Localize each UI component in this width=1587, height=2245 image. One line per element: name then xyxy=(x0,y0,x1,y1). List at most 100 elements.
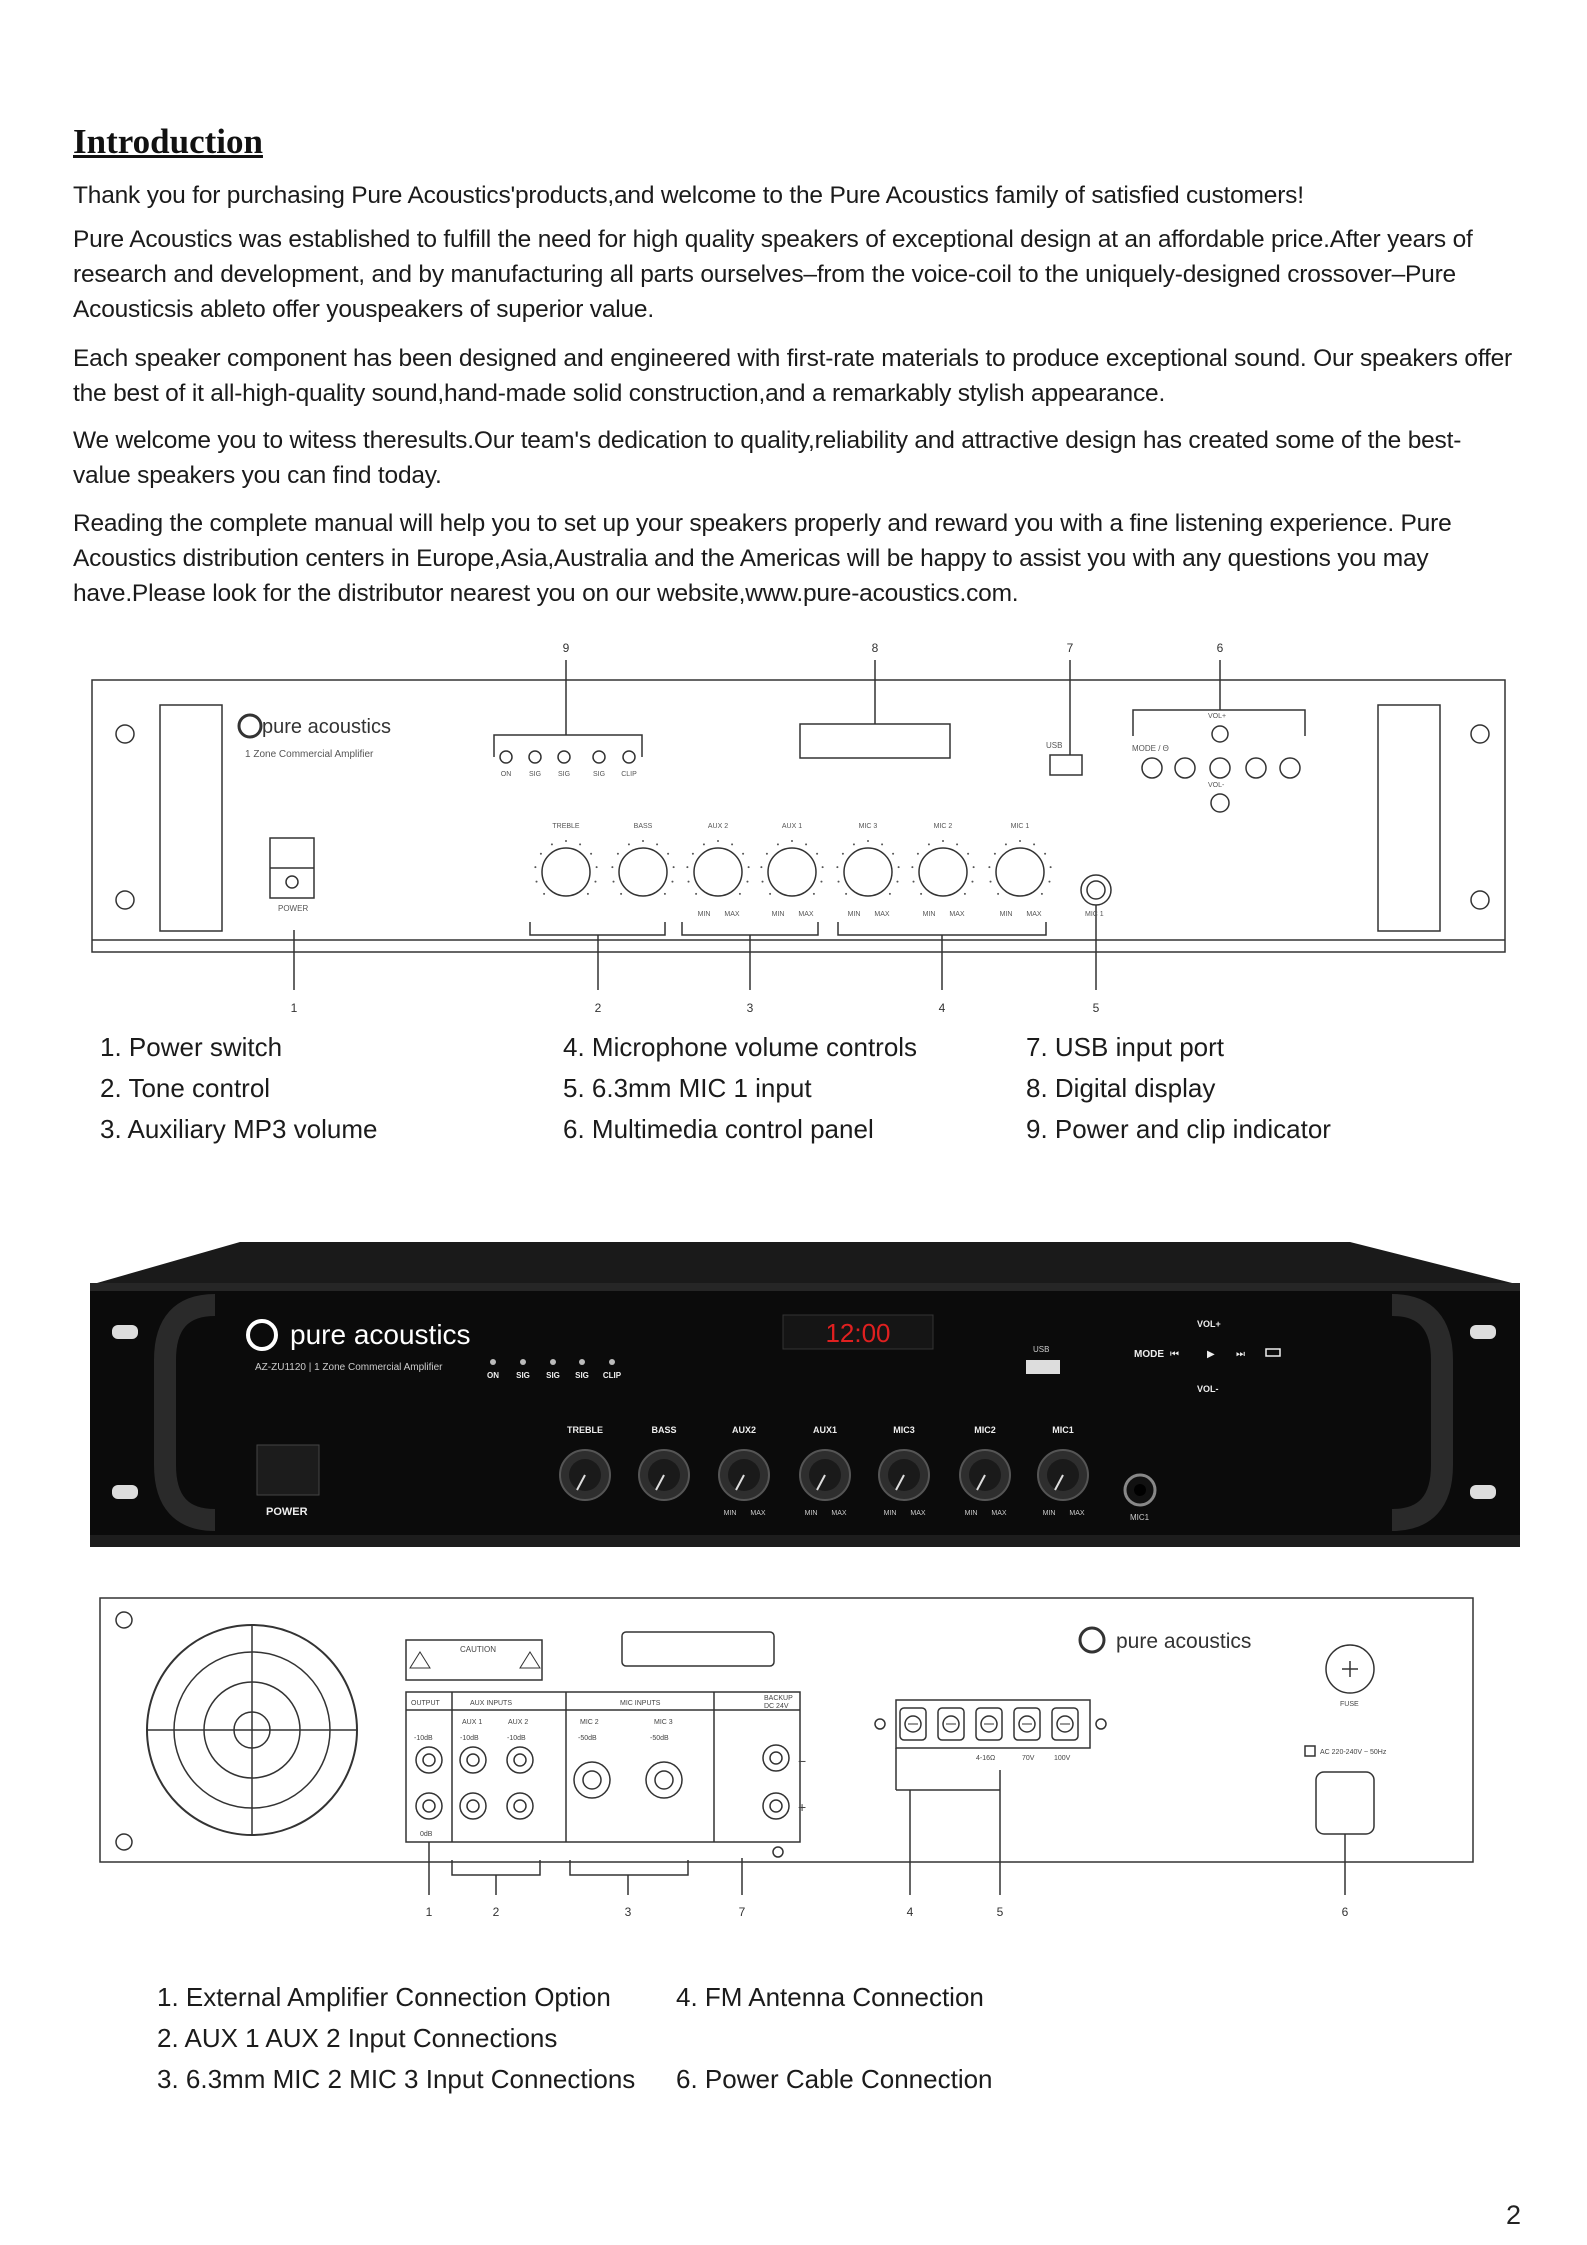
front-vol-up-label: VOL+ xyxy=(1208,713,1226,720)
callout-8: 8 xyxy=(872,641,879,655)
rear-callout-4: 4 xyxy=(907,1905,914,1919)
usb-port xyxy=(1049,754,1083,776)
front-mic-label: MIC 1 xyxy=(1085,911,1104,918)
rear-mic2-label: MIC 2 xyxy=(580,1719,599,1726)
rear-legend-3: 3. 6.3mm MIC 2 MIC 3 Input Connections xyxy=(157,2064,636,2094)
rear-fuse-label: FUSE xyxy=(1340,1701,1359,1708)
handle-right xyxy=(1377,704,1441,932)
rear-logo-icon xyxy=(1078,1626,1106,1654)
photo-led-label: SIG xyxy=(546,1371,560,1380)
rear-mic2-db: -50dB xyxy=(578,1735,597,1742)
handle-left xyxy=(159,704,223,932)
rear-aux-inputs-label: AUX INPUTS xyxy=(470,1700,512,1707)
rear-mic-inputs-label: MIC INPUTS xyxy=(620,1700,661,1707)
photo-knob-1[interactable]: TREBLE xyxy=(559,1425,611,1501)
front-legend-8: 8. Digital display xyxy=(1026,1073,1216,1103)
front-brand: pure acoustics xyxy=(262,716,391,738)
callout-5: 5 xyxy=(1093,1001,1100,1015)
front-knob-max: MAX xyxy=(874,911,890,918)
rear-aux2-db: -10dB xyxy=(507,1735,526,1742)
front-legend-2: 2. Tone control xyxy=(100,1073,271,1103)
front-knob-label: BASS xyxy=(634,823,653,830)
front-led-label: ON xyxy=(501,771,512,778)
speaker-terminal-4 xyxy=(1013,1707,1041,1741)
rear-minus-sign: − xyxy=(798,1753,806,1769)
front-knob-label: MIC 3 xyxy=(859,823,878,830)
front-legend-1: 1. Power switch xyxy=(100,1032,283,1062)
front-knob-label: TREBLE xyxy=(552,823,580,830)
rear-brand: pure acoustics xyxy=(1116,1630,1251,1653)
photo-mode-label: MODE xyxy=(1134,1349,1164,1360)
front-legend-3: 3. Auxiliary MP3 volume xyxy=(100,1114,378,1144)
led-sig-3 xyxy=(592,750,606,764)
front-legend-5: 5. 6.3mm MIC 1 input xyxy=(563,1073,812,1103)
photo-knob-max: MAX xyxy=(750,1510,766,1517)
photo-led-dot xyxy=(550,1359,556,1365)
photo-led-dot xyxy=(579,1359,585,1365)
photo-led-label: SIG xyxy=(575,1371,589,1380)
photo-model: AZ-ZU1120 | 1 Zone Commercial Amplifier xyxy=(255,1362,443,1373)
photo-led-dot xyxy=(609,1359,615,1365)
front-legend-4: 4. Microphone volume controls xyxy=(563,1032,918,1062)
photo-led-dot xyxy=(520,1359,526,1365)
digital-display-outline xyxy=(799,723,951,759)
rear-70v-label: 70V xyxy=(1022,1755,1035,1762)
photo-display xyxy=(782,1314,934,1350)
front-power-label: POWER xyxy=(278,904,308,913)
photo-knob-min: MIN xyxy=(884,1510,897,1517)
photo-prev-icon[interactable]: ⏮ xyxy=(1170,1349,1179,1360)
rear-aux1-label: AUX 1 xyxy=(462,1719,482,1726)
speaker-terminal-5 xyxy=(1051,1707,1079,1741)
photo-next-icon[interactable]: ⏭ xyxy=(1236,1349,1245,1360)
photo-knob-min: MIN xyxy=(724,1510,737,1517)
photo-knob-2[interactable]: BASS xyxy=(638,1425,690,1501)
front-led-label: SIG xyxy=(558,771,570,778)
speaker-terminal-block xyxy=(895,1699,1091,1749)
photo-mic-label: MIC1 xyxy=(1130,1513,1150,1522)
led-on xyxy=(499,750,513,764)
front-knob-label: MIC 1 xyxy=(1011,823,1030,830)
front-legend-9: 9. Power and clip indicator xyxy=(1026,1114,1331,1144)
rear-100v-label: 100V xyxy=(1054,1755,1071,1762)
speaker-terminal-2 xyxy=(937,1707,965,1741)
rear-callout-3: 3 xyxy=(625,1905,632,1919)
photo-knob-max: MAX xyxy=(831,1510,847,1517)
callout-9: 9 xyxy=(563,641,570,655)
front-panel-outline xyxy=(91,679,1506,953)
rear-callout-6: 6 xyxy=(1342,1905,1349,1919)
front-mode-label: MODE / Θ xyxy=(1132,744,1169,753)
rear-legend-1: 1. External Amplifier Connection Option xyxy=(157,1982,611,2012)
front-legend-7: 7. USB input port xyxy=(1026,1032,1224,1062)
front-model: 1 Zone Commercial Amplifier xyxy=(245,749,374,760)
rear-output-label: OUTPUT xyxy=(411,1700,441,1707)
rear-mic3-db: -50dB xyxy=(650,1735,669,1742)
intro-paragraph-2: Pure Acoustics was established to fulfil… xyxy=(73,226,1473,323)
rear-callout-5: 5 xyxy=(997,1905,1004,1919)
photo-led-label: CLIP xyxy=(603,1371,622,1380)
front-knob-2: BASS xyxy=(611,823,675,897)
rear-legend-2: 2. AUX 1 AUX 2 Input Connections xyxy=(157,2023,558,2053)
caution-label xyxy=(405,1639,543,1681)
photo-play-icon[interactable]: ▶ xyxy=(1207,1349,1215,1360)
front-legend-6: 6. Multimedia control panel xyxy=(563,1114,874,1144)
intro-paragraph-5: Reading the complete manual will help yo… xyxy=(73,510,1452,607)
front-knob-label: AUX 2 xyxy=(708,823,728,830)
front-knob-label: MIC 2 xyxy=(934,823,953,830)
photo-knob-label: AUX1 xyxy=(813,1425,837,1435)
led-sig-2 xyxy=(557,750,571,764)
photo-led-dot xyxy=(490,1359,496,1365)
photo-repeat-icon[interactable] xyxy=(1265,1348,1281,1357)
front-led-label: SIG xyxy=(529,771,541,778)
callout-2: 2 xyxy=(595,1001,602,1015)
page-title: Introduction xyxy=(73,122,263,161)
